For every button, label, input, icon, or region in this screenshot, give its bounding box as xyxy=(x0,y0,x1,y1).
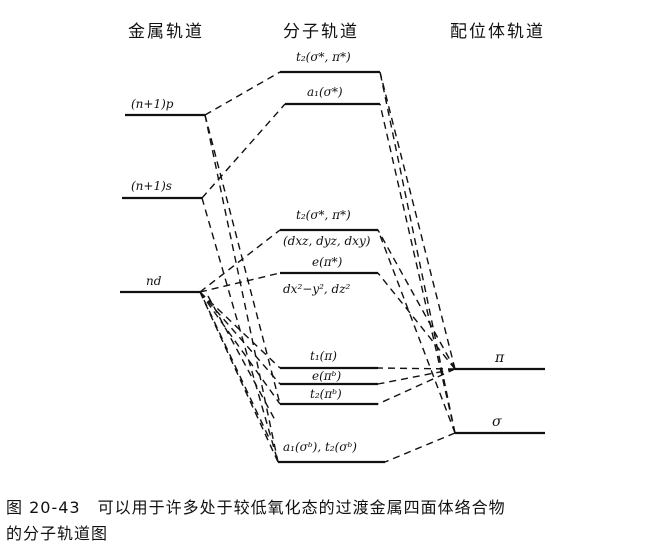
label-ligand-sigma: σ xyxy=(492,414,502,430)
corr-sigma-a1top xyxy=(379,103,456,434)
corr-nd-t2mid xyxy=(199,229,281,293)
caption-line-2: 的分子轨道图 xyxy=(6,524,109,543)
corr-pi-emid xyxy=(377,272,456,370)
label-t2-top: t₂(σ*, π*) xyxy=(296,50,351,64)
header-metal-orbitals: 金属轨道 xyxy=(128,22,204,42)
label-t1-pi: t₁(π) xyxy=(310,349,337,363)
corr-sigma-t2top xyxy=(379,71,456,434)
corr-pi-t2mid xyxy=(377,229,456,370)
corr-pi-t1pi xyxy=(377,367,456,370)
label-e-pib: e(πᵇ) xyxy=(312,369,342,383)
label-ns: (n+1)s xyxy=(131,179,172,193)
corr-pi-t2top xyxy=(379,71,456,370)
label-t2-mid: t₂(σ*, π*) xyxy=(296,208,351,222)
label-bottom: a₁(σᵇ), t₂(σᵇ) xyxy=(283,440,357,454)
label-nd: nd xyxy=(146,274,162,288)
figure-caption: 图 20-43 可以用于许多处于较低氧化态的过渡金属四面体络合物 的分子轨道图 xyxy=(6,495,656,547)
header-ligand-orbitals: 配位体轨道 xyxy=(450,22,545,42)
corr-sigma-bottom xyxy=(384,432,456,463)
label-t2-pib: t₂(πᵇ) xyxy=(310,387,342,401)
corr-nd-extra1 xyxy=(203,299,271,441)
label-t2-mid-d: (dxz, dyz, dxy) xyxy=(283,234,371,248)
label-np: (n+1)p xyxy=(131,97,174,111)
corr-ns-bottom xyxy=(201,197,279,463)
label-e-mid-d: dx²−y², dz² xyxy=(283,282,351,296)
header-molecular-orbitals: 分子轨道 xyxy=(283,22,359,42)
label-e-mid: e(π*) xyxy=(312,255,343,269)
label-a1-top: a₁(σ*) xyxy=(307,85,343,99)
corr-nd-epib xyxy=(199,291,281,385)
caption-line-1: 图 20-43 可以用于许多处于较低氧化态的过渡金属四面体络合物 xyxy=(6,498,506,517)
corr-pi-t2pib xyxy=(377,368,456,405)
corr-nd-t1pi xyxy=(199,291,281,369)
corr-nd-bottom xyxy=(199,291,279,463)
label-ligand-pi: π xyxy=(495,350,505,366)
corr-sigma-t2mid xyxy=(377,229,456,434)
corr-nd-t2pib xyxy=(199,291,281,405)
corr-np-t2top xyxy=(204,71,281,116)
corr-nd-emid xyxy=(199,272,281,293)
corr-ns-a1top xyxy=(201,103,286,199)
